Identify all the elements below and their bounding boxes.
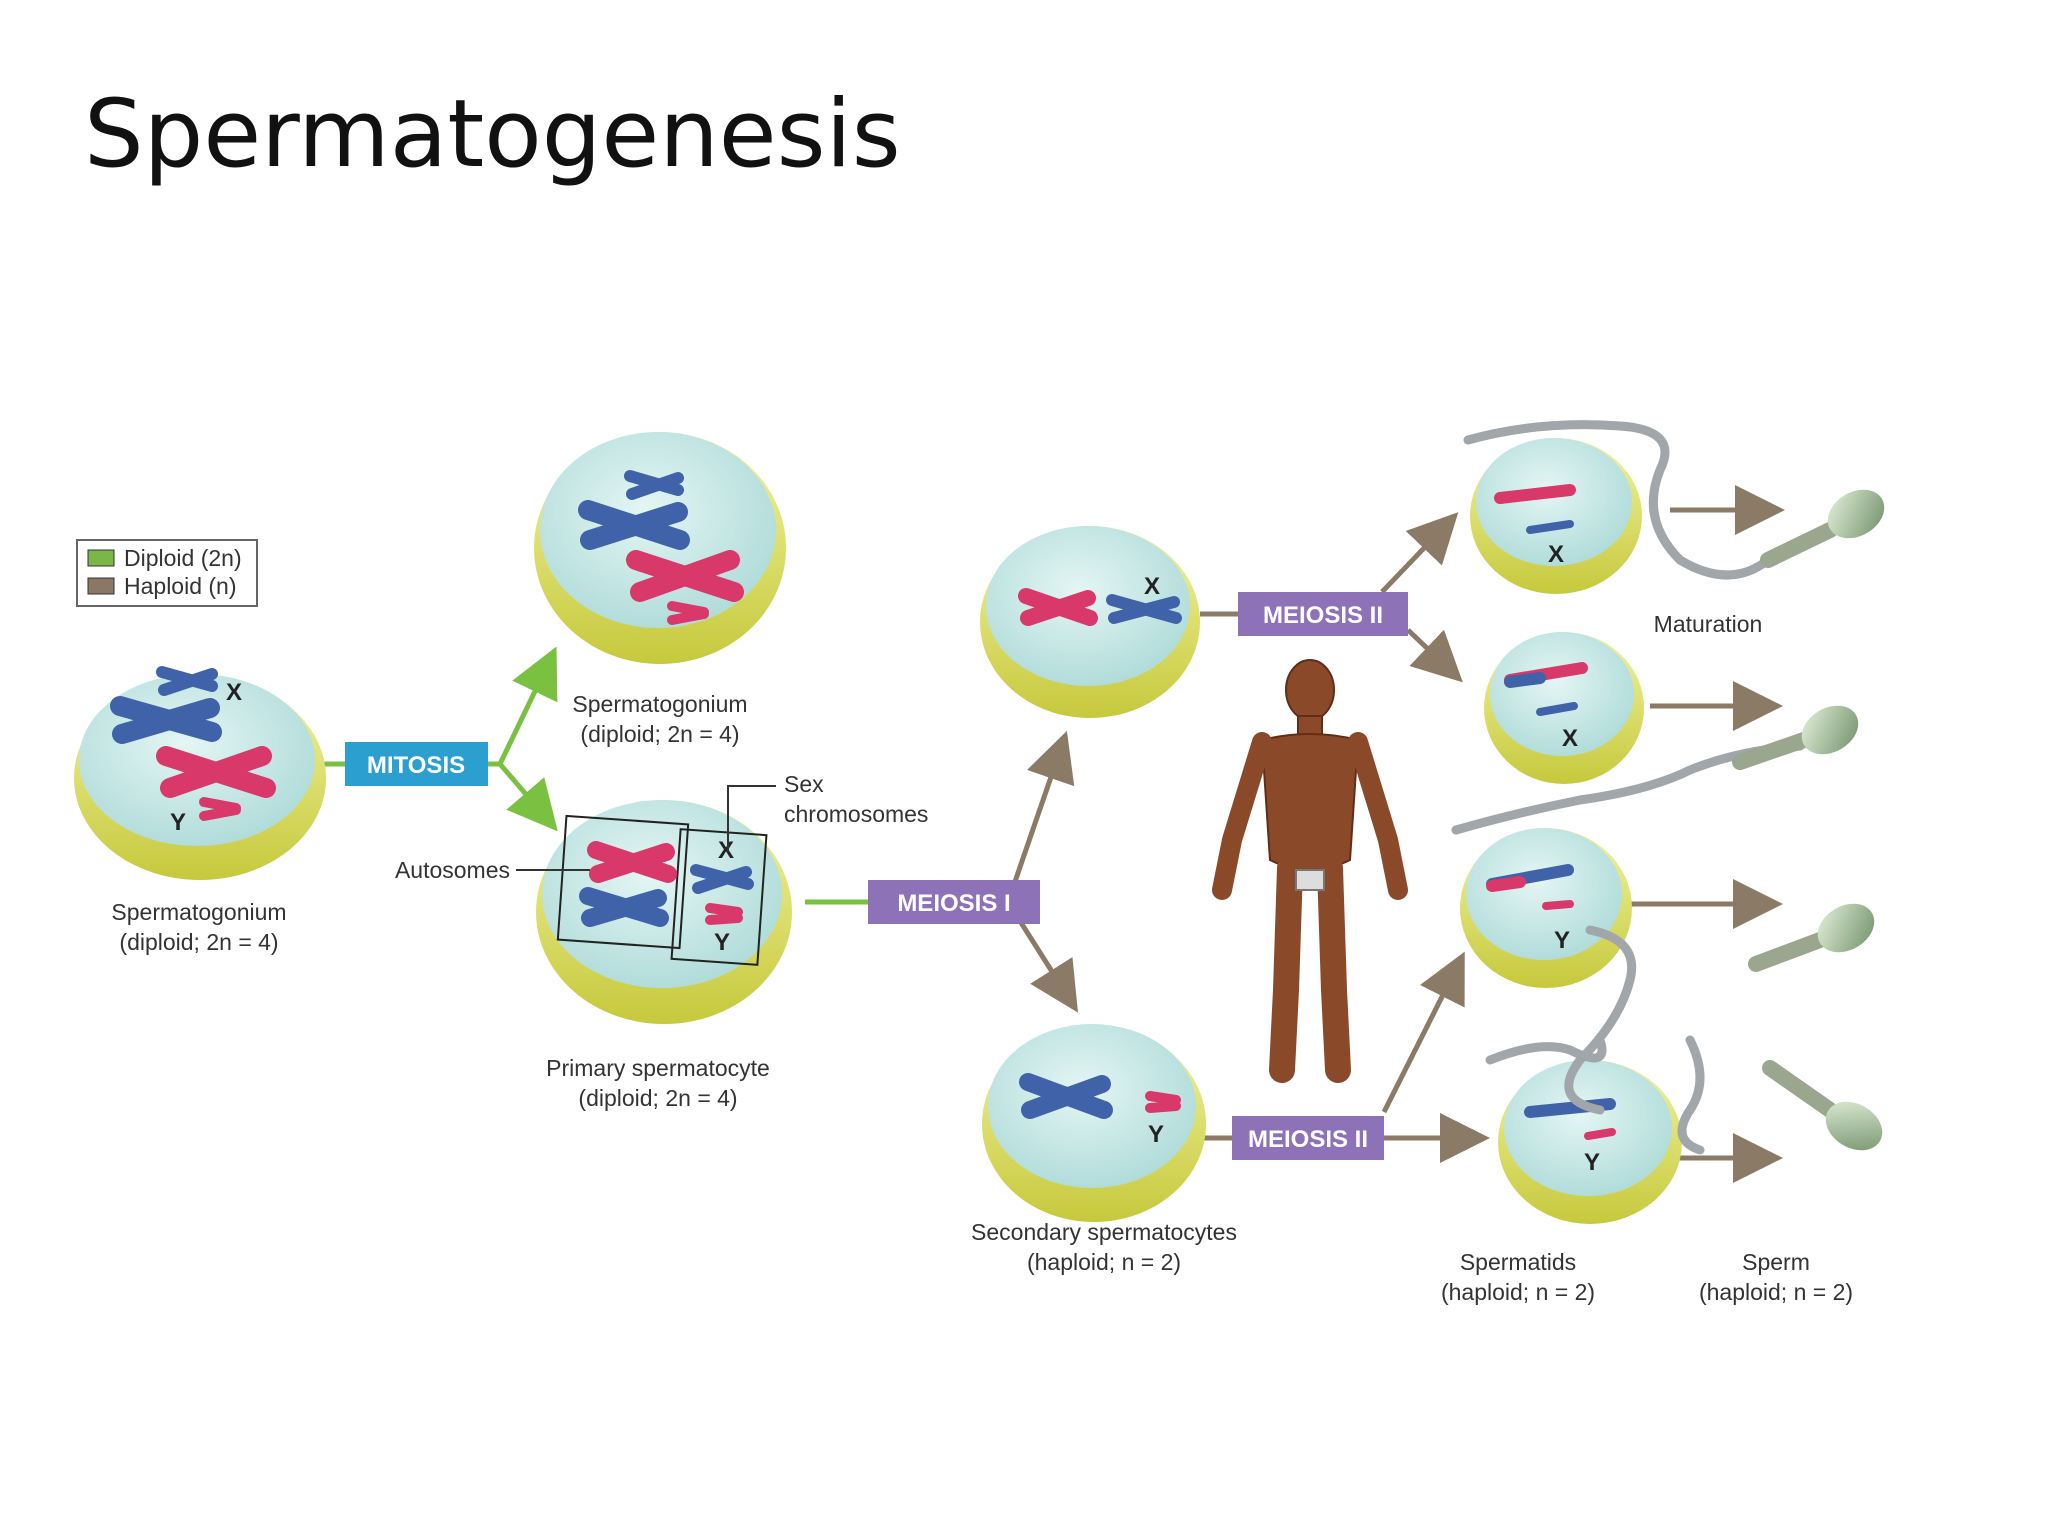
cell-spermatid-1: X <box>1470 438 1642 594</box>
meiosis2-bottom-box: MEIOSIS II <box>1232 1116 1384 1160</box>
meiosis1-arrow-up <box>1004 730 1075 905</box>
chromosome-x <box>690 864 754 894</box>
cell-spermatid-3: Y <box>1460 828 1632 988</box>
label-spermatogonium-top-sub: (diploid; 2n = 4) <box>580 721 739 747</box>
chromosome-y <box>1145 1091 1181 1113</box>
chromosome-blue-small <box>156 666 218 696</box>
flagellum-4 <box>1485 1035 1607 1065</box>
legend-diploid: Diploid (2n) <box>124 545 242 571</box>
meiosis2-bottom-label: MEIOSIS II <box>1248 1126 1368 1153</box>
cell-spermatid-4: Y <box>1498 1060 1682 1224</box>
chromosome-red <box>1018 588 1098 626</box>
legend: Diploid (2n) Haploid (n) <box>76 539 258 607</box>
label-sex: Sex <box>784 771 824 797</box>
cell-spermatid-2: X <box>1484 632 1644 784</box>
chromosome-x <box>1106 594 1182 624</box>
right-leg <box>1317 855 1351 1083</box>
flagellum-5 <box>1677 1035 1705 1155</box>
chromosome-blue-large <box>110 696 222 744</box>
label-spermatogonium-top: Spermatogonium <box>572 691 747 717</box>
label-secondary-sub: (haploid; n = 2) <box>1027 1249 1181 1275</box>
sex-chromosomes-leader <box>727 785 776 852</box>
y-label: Y <box>170 809 186 836</box>
label-spermatogonium-left: Spermatogonium <box>111 899 286 925</box>
label-spermatids: Spermatids <box>1460 1249 1576 1275</box>
label-secondary: Secondary spermatocytes <box>971 1219 1237 1245</box>
x-label: X <box>1562 725 1578 752</box>
chromosome-red-large <box>626 550 744 602</box>
sex-chromosomes-box <box>670 828 768 966</box>
cell-spermatogonium-left: X Y <box>74 666 326 880</box>
label-sperm-sub: (haploid; n = 2) <box>1699 1279 1853 1305</box>
sperm-2 <box>1732 705 1859 770</box>
human-figure <box>1212 659 1408 1083</box>
x-label: X <box>718 837 734 864</box>
slide-title: Spermatogenesis <box>84 80 901 189</box>
right-arm <box>1348 732 1408 900</box>
chromosome-red-small <box>199 797 241 821</box>
sperm-1 <box>1760 489 1885 568</box>
chromosome-red-small <box>667 601 709 625</box>
left-leg <box>1269 855 1303 1083</box>
label-primary-sub: (diploid; 2n = 4) <box>578 1085 737 1111</box>
x-label: X <box>1144 573 1160 600</box>
label-sperm: Sperm <box>1742 1249 1810 1275</box>
cell-secondary-bottom: Y <box>982 1024 1206 1222</box>
label-spermatogonium-left-sub: (diploid; 2n = 4) <box>119 929 278 955</box>
chromosome-blue-pair <box>579 887 669 927</box>
mitosis-label: MITOSIS <box>367 752 465 779</box>
meiosis2-top-box: MEIOSIS II <box>1238 592 1408 636</box>
modesty-box <box>1295 869 1325 891</box>
meiosis1-box: MEIOSIS I <box>868 880 1040 924</box>
meiosis2-bottom-arrow-up <box>1381 951 1465 1114</box>
y-label: Y <box>1148 1121 1164 1148</box>
flagellum-1 <box>1463 420 1773 580</box>
chromosome-blue-small <box>624 470 684 500</box>
label-autosomes: Autosomes <box>395 857 510 883</box>
chromosome-red-large <box>156 746 276 798</box>
left-arm <box>1212 732 1272 900</box>
cell-primary-spermatocyte: X Y <box>536 800 792 1024</box>
sperm-4 <box>1762 1060 1883 1151</box>
torso <box>1260 733 1360 871</box>
meiosis1-label: MEIOSIS I <box>897 890 1010 917</box>
legend-haploid: Haploid (n) <box>124 573 237 599</box>
label-chromosomes: chromosomes <box>784 801 928 827</box>
label-maturation: Maturation <box>1654 611 1763 637</box>
y-label: Y <box>714 929 730 956</box>
diploid-arrows <box>318 646 868 905</box>
chromosome-blue <box>1019 1073 1113 1119</box>
cell-spermatogonium-top <box>534 432 786 664</box>
autosomes-box <box>556 814 690 950</box>
mitosis-arrow-down <box>498 762 558 832</box>
haploid-swatch <box>87 577 115 595</box>
head <box>1285 659 1335 721</box>
sperm-3 <box>1748 903 1875 972</box>
label-spermatids-sub: (haploid; n = 2) <box>1441 1279 1595 1305</box>
y-label: Y <box>1554 927 1570 954</box>
chromosome-blue-large <box>578 500 690 550</box>
y-label: Y <box>1584 1149 1600 1176</box>
cell-secondary-top: X <box>980 526 1200 718</box>
chromosome-red-pair <box>587 841 677 883</box>
label-primary: Primary spermatocyte <box>546 1055 770 1081</box>
x-label: X <box>1548 541 1564 568</box>
chromosome-y <box>705 903 743 925</box>
meiosis2-top-arrow-up <box>1380 512 1459 594</box>
x-label: X <box>226 679 242 706</box>
diploid-swatch <box>87 549 115 567</box>
meiosis2-top-arrow-down <box>1406 628 1463 683</box>
flagellum-3 <box>1564 925 1637 1115</box>
mitosis-box: MITOSIS <box>345 742 488 786</box>
meiosis2-top-label: MEIOSIS II <box>1263 602 1383 629</box>
mitosis-arrow-up <box>488 646 558 767</box>
